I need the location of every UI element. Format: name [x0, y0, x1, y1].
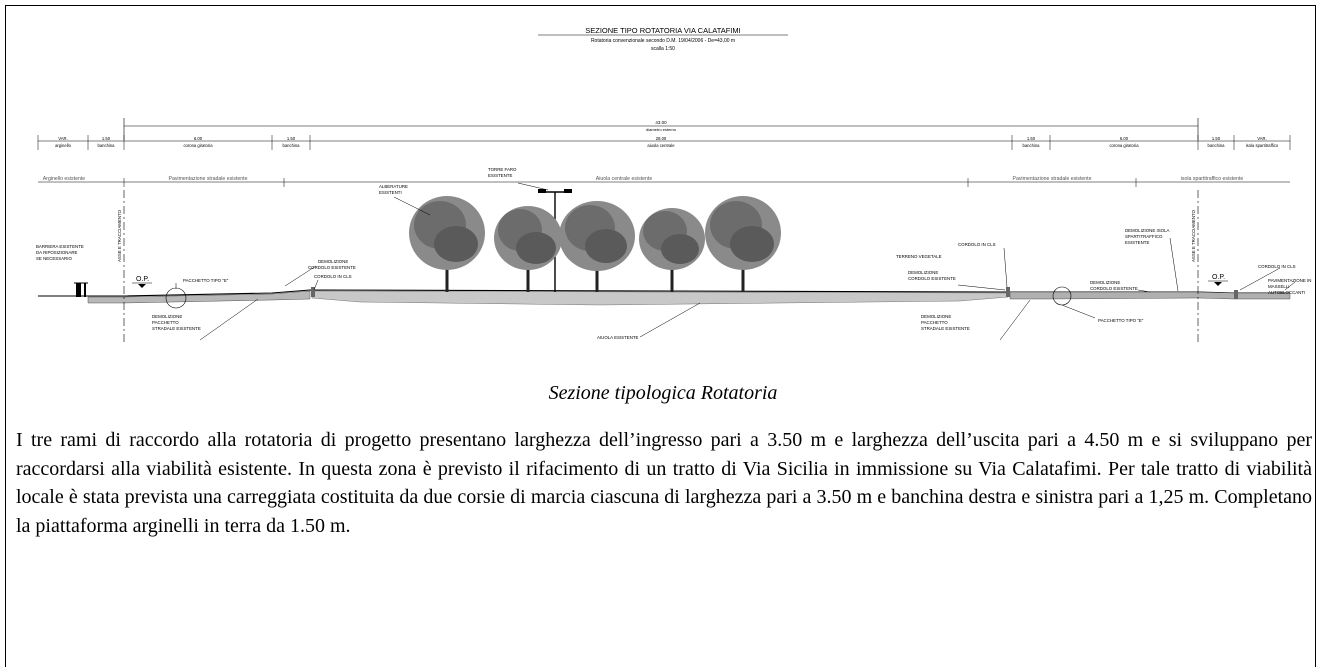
cordolo-cls-left: CORDOLO IN CLS	[314, 274, 352, 279]
torre-faro-1: TORRE FARO	[488, 167, 517, 172]
dim-1-value: 1.50	[102, 136, 111, 141]
axis-label-left: ASSE E TRACCIAMENTO	[117, 209, 122, 262]
zone-aiuola: Aiuola centrale esistente	[596, 176, 653, 182]
zone-isola: isola spartitraffico esistente	[1181, 176, 1244, 182]
demolizione-pacchetto-right-1: DEMOLIZIONE	[921, 314, 951, 319]
cross-section-drawing: SEZIONE TIPO ROTATORIA VIA CALATAFIMI Ro…	[36, 26, 1311, 345]
zone-pavimentazione-left: Pavimentazione stradale esistente	[168, 176, 247, 182]
demolizione-pacchetto-left-3: STRADALE ESISTENTE	[152, 326, 201, 331]
demolizione-isola-2: SPARTITRAFFICO	[1125, 234, 1163, 239]
dim-8-label: isola spartitraffico	[1246, 143, 1279, 148]
op-left-label: O.P.	[136, 276, 149, 283]
demolizione-pacchetto-left-2: PACCHETTO	[152, 320, 179, 325]
dim-7-label: banchina	[1208, 143, 1226, 148]
page-frame	[5, 5, 1316, 667]
dim-5-value: 1.50	[1027, 136, 1036, 141]
dim-0-value: VAR.	[58, 136, 67, 141]
zone-pavimentazione-right: Pavimentazione stradale esistente	[1012, 176, 1091, 182]
zone-arginello: Arginello esistente	[43, 176, 86, 182]
dim-7-value: 1.50	[1212, 136, 1221, 141]
dim-3-label: banchina	[283, 143, 301, 148]
alberature-1: ALBERATURE	[379, 184, 408, 189]
demolizione-cordolo-left-2: CORDOLO ESISTENTE	[308, 265, 356, 270]
overall-dim-label: diametro esterno	[646, 127, 677, 132]
dim-3-value: 1.50	[287, 136, 296, 141]
zone-line	[38, 178, 1290, 187]
axis-label-right: ASSE E TRACCIAMENTO	[1191, 209, 1196, 262]
pacchetto-e-right: PACCHETTO TIPO "E"	[1098, 318, 1144, 323]
drawing-title: SEZIONE TIPO ROTATORIA VIA CALATAFIMI	[585, 26, 740, 35]
drawing-subtitle: Rotatoria convenzionale secondo D.M. 19/…	[591, 38, 735, 44]
demolizione-cordolo-left-1: DEMOLIZIONE	[318, 259, 348, 264]
dim-4-value: 28.00	[656, 136, 667, 141]
op-right-label: O.P.	[1212, 274, 1225, 281]
demolizione-isola-3: ESISTENTE	[1125, 240, 1149, 245]
dim-6-label: corona giratoria	[1109, 143, 1139, 148]
demolizione-cordolo-right-2: CORDOLO ESISTENTE	[908, 276, 956, 281]
ground-profile	[38, 286, 1291, 309]
trees	[409, 196, 781, 292]
terreno-vegetale: TERRENO VEGETALE	[896, 254, 942, 259]
barriera-2: DA RIPOSIZIONARE	[36, 250, 78, 255]
dim-0-label: arginello	[55, 143, 72, 148]
dim-8-value: VAR.	[1257, 136, 1266, 141]
cordolo-cls-far-right: CORDOLO IN CLS	[1258, 264, 1296, 269]
torre-faro-2: ESISTENTE	[488, 173, 512, 178]
demolizione-cordolo-right2-1: DEMOLIZIONE	[1090, 280, 1120, 285]
pacchetto-e-left: PACCHETTO TIPO "E"	[183, 278, 229, 283]
dim-4-label: aiuola centrale	[647, 143, 675, 148]
barrier-post	[74, 282, 88, 297]
alberature-2: ESISTENTI	[379, 190, 402, 195]
figure-caption: Sezione tipologica Rotatoria	[548, 382, 778, 404]
demolizione-pacchetto-right-2: PACCHETTO	[921, 320, 948, 325]
drawing-scale: scalla 1:50	[651, 46, 675, 52]
leader-lines	[175, 182, 1296, 341]
op-marker-right: O.P.	[1208, 274, 1228, 286]
pavimentazione-masselli-1: PAVIMENTAZIONE IN	[1268, 278, 1311, 283]
barriera-1: BARRIERA ESISTENTE	[36, 244, 84, 249]
demolizione-cordolo-right-1: DEMOLIZIONE	[908, 270, 938, 275]
pavimentazione-masselli-3: AUTOBLOCCANTI	[1268, 290, 1305, 295]
dim-5-label: banchina	[1023, 143, 1041, 148]
barriera-3: SE NECESSARIO	[36, 256, 72, 261]
dim-2-value: 6.00	[194, 136, 203, 141]
dim-6-value: 6.00	[1120, 136, 1129, 141]
segment-dimensions	[37, 135, 1291, 150]
op-marker-left: O.P.	[132, 276, 152, 288]
aiuola-esistente: AIUOLA ESISTENTE	[597, 335, 639, 340]
demolizione-isola-1: DEMOLIZIONE ISOLA	[1125, 228, 1169, 233]
pavimentazione-masselli-2: MASSELLI	[1268, 284, 1289, 289]
dim-1-label: banchina	[98, 143, 116, 148]
overall-dim-value: 43.00	[655, 120, 667, 125]
demolizione-cordolo-right2-2: CORDOLO ESISTENTE	[1090, 286, 1138, 291]
body-paragraph: I tre rami di raccordo alla rotatoria di…	[16, 429, 1312, 537]
cordolo-cls-right: CORDOLO IN CLS	[958, 242, 996, 247]
demolizione-pacchetto-left-1: DEMOLIZIONE	[152, 314, 182, 319]
demolizione-pacchetto-right-3: STRADALE ESISTENTE	[921, 326, 970, 331]
dim-2-label: corona giratoria	[183, 143, 213, 148]
